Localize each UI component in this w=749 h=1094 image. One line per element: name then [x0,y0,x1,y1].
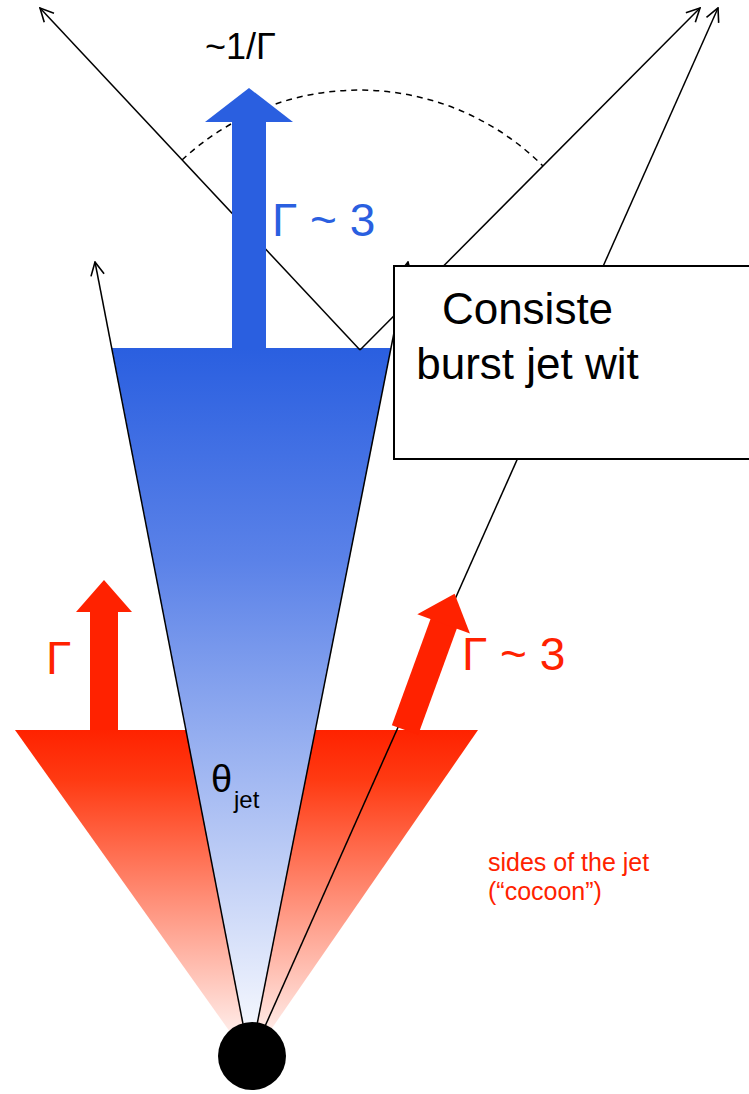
beaming-ray [40,8,360,350]
jet-cone [112,348,391,1060]
jet-edge-ray [250,262,408,1060]
jet-edge-ray [95,262,250,1060]
angle-label: ~1/Γ [205,26,276,67]
angle-subscript: jet [234,786,259,814]
box-text: Consiste burst jet wit [405,281,650,391]
lorentz-factor: Γ ~ 3 [462,628,565,681]
cocoon-motion-arrow [76,580,132,730]
central-engine [218,1022,286,1090]
cocoon-label: sides of the jet (“cocoon”) [488,848,688,906]
lorentz-factor: Γ [46,632,71,685]
sightline-ray [250,8,718,1060]
callout-box: Consiste burst jet wit [393,265,749,460]
lorentz-factor: Γ ~ 3 [272,194,375,247]
angle-symbol: θ [211,758,232,802]
